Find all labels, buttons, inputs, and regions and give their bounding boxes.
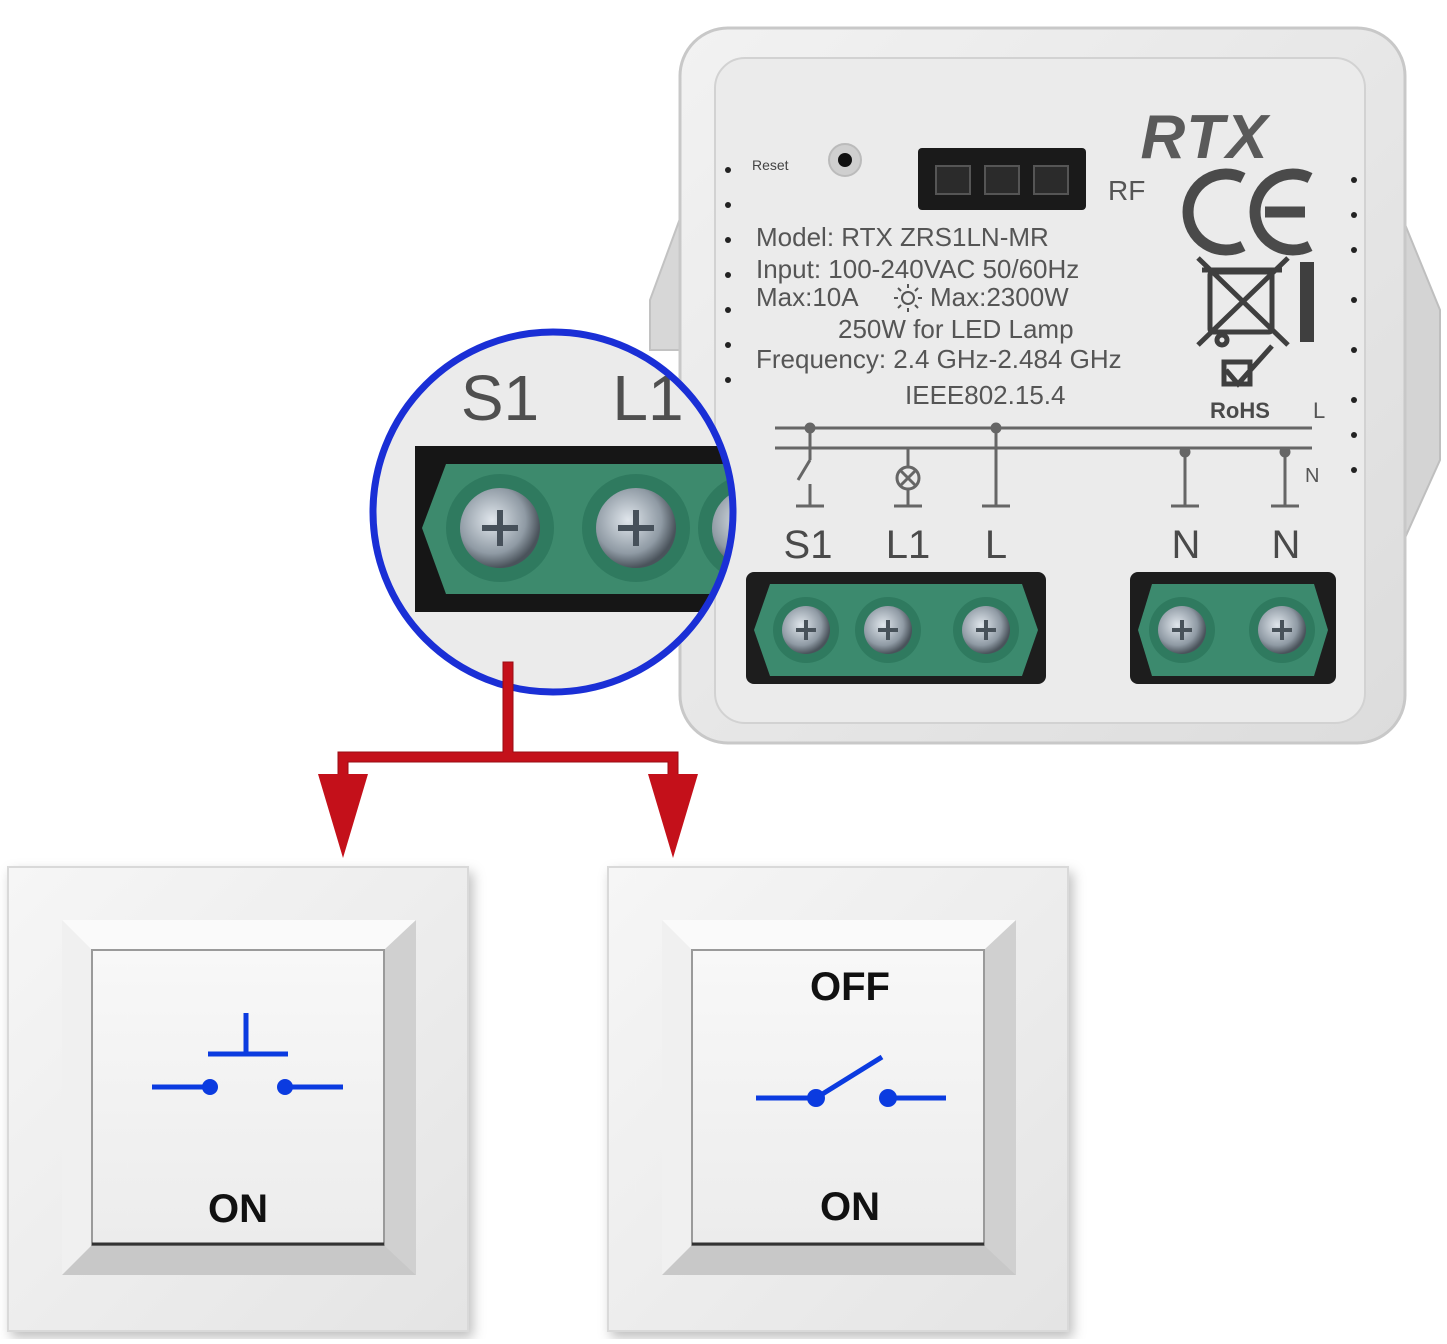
wall-switch-toggle: [607, 866, 1069, 1332]
terminal-label-n-1: N: [1172, 523, 1201, 567]
module-face: [714, 57, 1366, 724]
spec-max-power: Max:2300W: [930, 282, 1069, 312]
vent-holes-right: [1351, 177, 1357, 473]
wall-switch-pushbutton: [7, 866, 469, 1332]
reset-button-icon: [838, 153, 852, 167]
switch-2-bottom-label: ON: [820, 1185, 880, 1229]
rf-label: RF: [1108, 175, 1145, 206]
spec-frequency: Frequency: 2.4 GHz-2.484 GHz: [756, 344, 1122, 374]
terminal-block-left: [746, 572, 1046, 684]
relay-module: Reset RF RTX RoHS: [649, 26, 1441, 745]
terminal-block-right: [1130, 572, 1336, 684]
spec-block: Model: RTX ZRS1LN-MR Input: 100-240VAC 5…: [756, 222, 1122, 410]
toggle-switch-symbol-icon: [756, 1054, 946, 1107]
terminal-label-s1: S1: [784, 523, 833, 567]
bus-label-neutral: N: [1305, 465, 1319, 487]
terminal-label-l1: L1: [886, 523, 931, 567]
vent-holes-left: [725, 167, 731, 383]
spec-led: 250W for LED Lamp: [838, 314, 1074, 344]
arrow-head-left: [318, 774, 368, 858]
spec-input: Input: 100-240VAC 50/60Hz: [756, 254, 1079, 284]
spec-model: Model: RTX ZRS1LN-MR: [756, 222, 1049, 252]
brand-logo: RTX: [1141, 103, 1272, 172]
terminal-label-l: L: [985, 523, 1007, 567]
switch-rocker-1: [91, 949, 385, 1246]
switch-2-top-label: OFF: [810, 965, 890, 1009]
zoom-label-l1: L1: [612, 362, 683, 434]
ce-mark-icon: [1182, 168, 1313, 256]
pushbutton-symbol-icon: [152, 1013, 343, 1095]
terminal-label-n-2: N: [1272, 523, 1301, 567]
zoom-magnifier: S1 L1: [369, 328, 737, 696]
lamp-icon: [894, 284, 922, 312]
reset-label: Reset: [752, 157, 789, 173]
bus-label-line: L: [1313, 398, 1325, 423]
module-schematic: [775, 422, 1312, 508]
switch-1-bottom-label: ON: [208, 1187, 268, 1231]
arrow-head-right: [648, 774, 698, 858]
zoom-label-s1: S1: [461, 362, 539, 434]
zoom-ring: [369, 328, 737, 696]
rohs-label: RoHS: [1210, 398, 1270, 423]
terminal-labels: S1 L1 L N N: [784, 523, 1301, 567]
arrow-stem: [337, 661, 679, 777]
spec-max-current: Max:10A: [756, 282, 859, 312]
connection-arrows: [318, 661, 698, 858]
weee-bin-icon: [1196, 256, 1314, 348]
compliance-check-icon: [1221, 344, 1274, 388]
spec-protocol: IEEE802.15.4: [905, 380, 1065, 410]
